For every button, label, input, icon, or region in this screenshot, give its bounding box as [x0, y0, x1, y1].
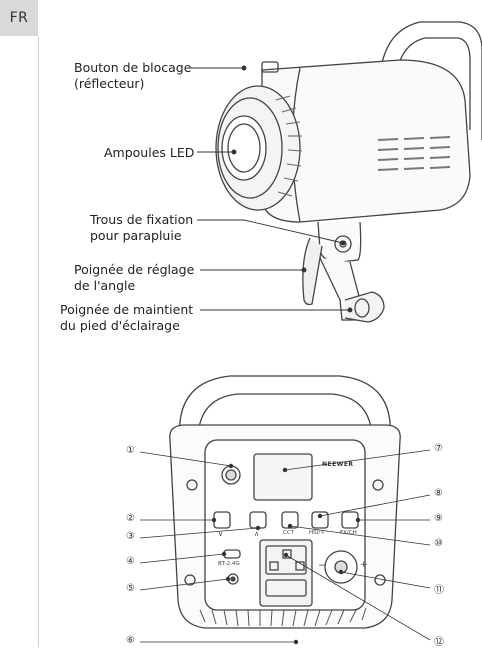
page-margin-line [38, 36, 39, 647]
knob-plus-label: + [360, 560, 368, 570]
label-line: pour parapluie [90, 228, 182, 243]
label-line: Bouton de blocage [74, 60, 192, 75]
label-line: Poignée de réglage [74, 262, 195, 277]
neewer-logo: NEEWER [322, 461, 354, 468]
language-tab: FR [0, 0, 38, 36]
callout-10: ⑩ [434, 538, 443, 549]
cct-button-label: CCT [283, 530, 295, 536]
label-angle-handle: Poignée de réglage de l'angle [74, 262, 194, 294]
label-lock-button: Bouton de blocage (réflecteur) [74, 60, 191, 92]
callout-7: ⑦ [434, 443, 443, 454]
callout-8: ⑧ [434, 488, 443, 499]
bt-label: BT-2.4G [218, 561, 240, 567]
hsi-button-label: HSI/☼ [309, 530, 326, 536]
callout-11: ⑪ [434, 585, 444, 596]
label-led-bulbs: Ampoules LED [104, 145, 194, 161]
callout-9: ⑨ [434, 513, 443, 524]
callout-2: ② [126, 513, 135, 524]
callout-6: ⑥ [126, 635, 135, 646]
callout-3: ③ [126, 531, 135, 542]
label-line: Trous de fixation [90, 212, 194, 227]
up-button-label: ∧ [254, 530, 260, 538]
callout-1: ① [126, 445, 135, 456]
callout-12: ⑫ [434, 637, 444, 648]
callout-5: ⑤ [126, 583, 135, 594]
label-line: (réflecteur) [74, 76, 145, 91]
label-line: de l'angle [74, 278, 136, 293]
label-umbrella-holes: Trous de fixation pour parapluie [90, 212, 193, 244]
knob-minus-label: − [318, 561, 326, 571]
label-line: Poignée de maintient [60, 302, 194, 317]
callout-4: ④ [126, 556, 135, 567]
down-button-label: ∨ [218, 530, 224, 538]
fxch-button-label: FX/CH [340, 530, 357, 536]
label-line: Ampoules LED [104, 145, 195, 160]
label-line: du pied d'éclairage [60, 318, 180, 333]
label-stand-handle: Poignée de maintient du pied d'éclairage [60, 302, 193, 334]
